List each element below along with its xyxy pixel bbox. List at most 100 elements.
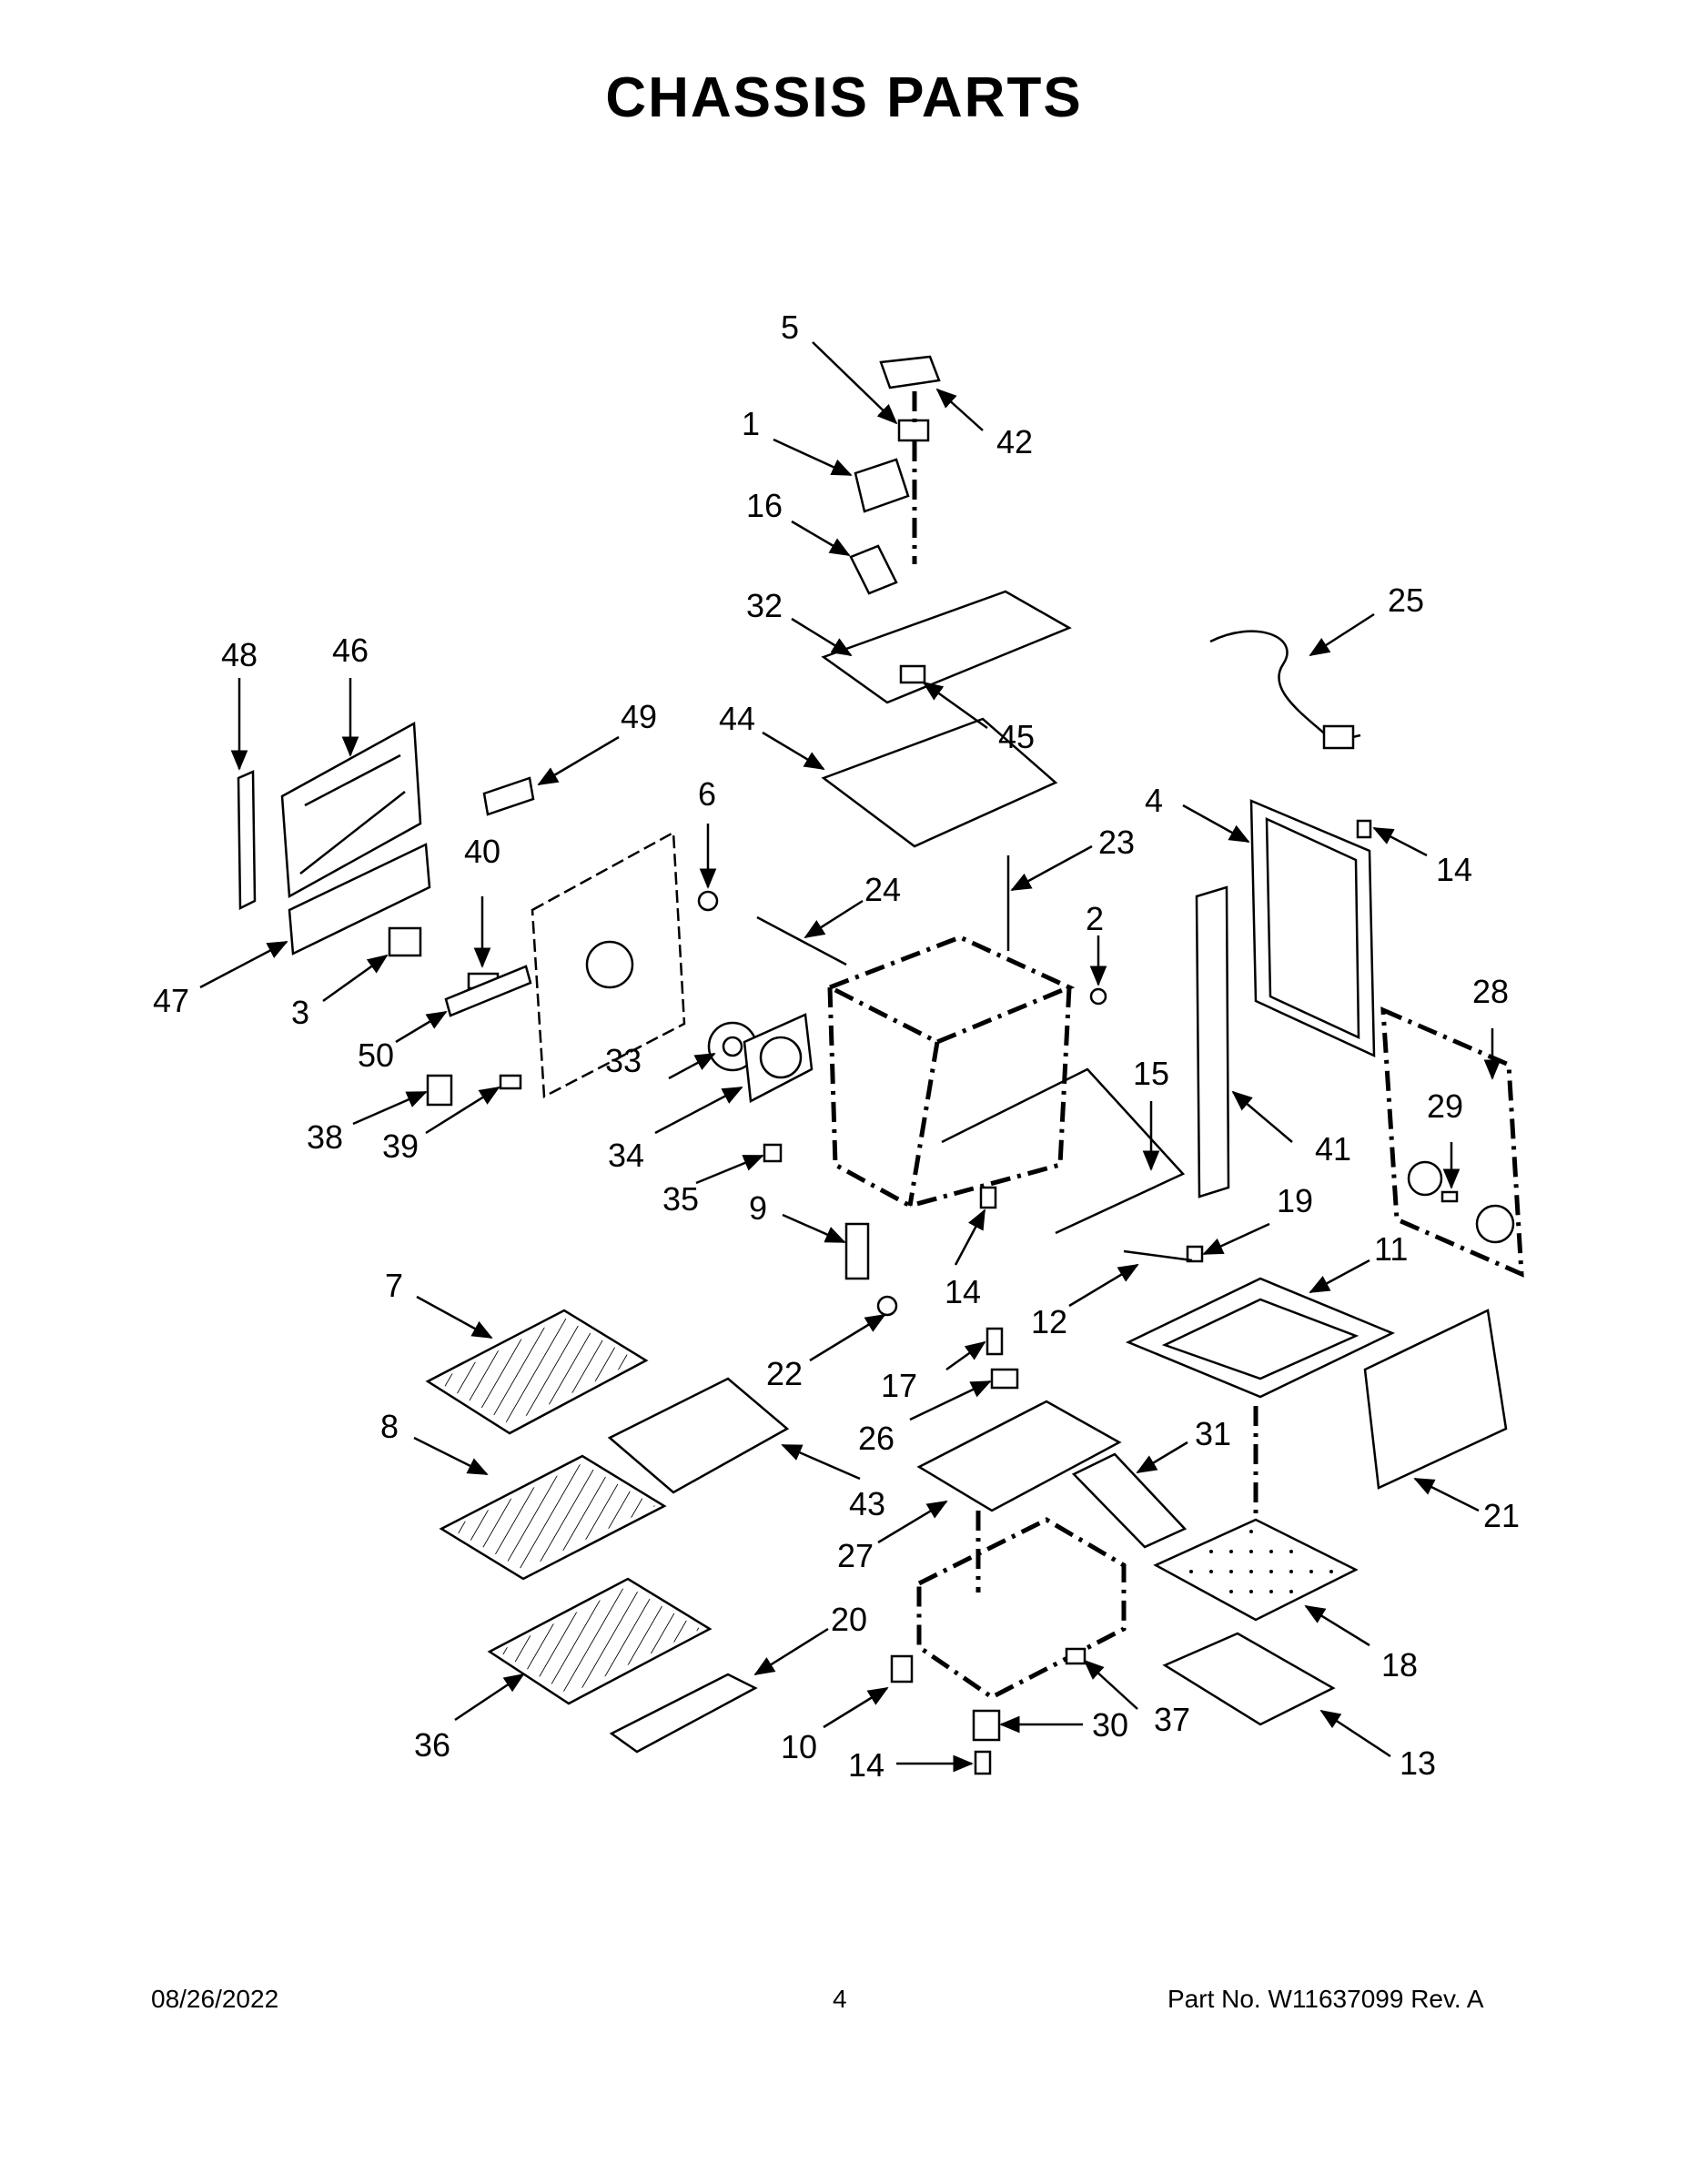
part-25-plug — [1322, 724, 1355, 750]
arrow-4 — [1182, 804, 1250, 844]
callout-12: 12 — [1031, 1303, 1067, 1340]
part-34-housing — [743, 1013, 814, 1103]
arrow-42 — [935, 388, 984, 431]
part-17-bolt — [986, 1327, 1004, 1356]
part-8-rack-grid — [450, 1463, 655, 1570]
parts-drawing — [237, 355, 1524, 1775]
part-4-door-frame — [1249, 799, 1376, 1057]
arrow-50 — [395, 1010, 448, 1044]
part-5-switch — [897, 419, 930, 442]
oven-cavity-bottom — [907, 1041, 940, 1207]
callout-37: 37 — [1154, 1701, 1190, 1738]
part-21-gasket — [1363, 1309, 1508, 1490]
part-47-trim — [288, 843, 431, 956]
part-34-ring — [759, 1036, 803, 1079]
part-14-screw-right — [1356, 819, 1372, 839]
callout-22: 22 — [766, 1355, 803, 1392]
arrow-27 — [877, 1500, 948, 1544]
arrow-7 — [416, 1295, 493, 1340]
part-26-clip — [990, 1368, 1019, 1390]
part-42-bracket — [879, 355, 941, 389]
arrow-18 — [1304, 1604, 1370, 1647]
part-41-channel — [1195, 885, 1230, 1198]
part-33-fan-hub — [722, 1036, 743, 1057]
part-43-plate — [607, 1377, 790, 1494]
arrow-3 — [322, 954, 389, 1003]
callout-18: 18 — [1381, 1646, 1418, 1684]
arrow-5 — [812, 341, 898, 425]
part-22-screw — [876, 1295, 898, 1317]
arrow-24 — [804, 899, 864, 939]
callout-45: 45 — [998, 718, 1035, 755]
part-11-frame — [1125, 1277, 1396, 1399]
part-37-clip — [1065, 1647, 1087, 1665]
callout-47: 47 — [153, 982, 189, 1019]
arrow-22 — [809, 1313, 886, 1362]
part-18-panel-dots — [1169, 1527, 1342, 1611]
part-9-hinge — [844, 1222, 870, 1280]
callout-2: 2 — [1086, 900, 1104, 937]
rear-panel — [531, 830, 686, 1098]
part-4-door-inner — [1265, 817, 1360, 1039]
callout-13: 13 — [1400, 1744, 1436, 1782]
callout-6: 6 — [698, 775, 716, 813]
part-24-line — [756, 915, 847, 966]
arrow-14-right — [1372, 826, 1428, 857]
arrow-1 — [773, 438, 853, 477]
part-29-pin — [1440, 1190, 1459, 1203]
part-50-channel — [444, 965, 532, 1017]
part-46-panel — [280, 721, 422, 899]
part-13-tray — [1162, 1632, 1336, 1726]
callout-49: 49 — [621, 698, 657, 735]
callout-19: 19 — [1277, 1182, 1313, 1219]
arrow-19 — [1202, 1222, 1270, 1256]
callout-labels: 5 42 1 16 32 45 44 25 48 46 49 6 40 47 3… — [153, 308, 1520, 1784]
callout-28: 28 — [1472, 973, 1509, 1010]
callout-42: 42 — [996, 423, 1033, 460]
callout-35: 35 — [662, 1180, 699, 1218]
callout-40: 40 — [464, 833, 500, 870]
arrow-49 — [537, 735, 620, 786]
callout-20: 20 — [831, 1601, 867, 1638]
callout-48: 48 — [221, 636, 258, 673]
arrow-33 — [668, 1052, 716, 1080]
callout-5: 5 — [781, 308, 799, 346]
callout-43: 43 — [849, 1485, 885, 1522]
part-28-box — [1380, 1006, 1524, 1278]
callout-41: 41 — [1315, 1130, 1351, 1168]
arrow-26 — [909, 1380, 992, 1421]
arrow-41 — [1231, 1090, 1293, 1143]
callout-29: 29 — [1427, 1087, 1463, 1125]
callout-34: 34 — [608, 1137, 644, 1174]
part-36-rack-grid — [499, 1586, 701, 1694]
arrow-38 — [352, 1090, 428, 1126]
callout-3: 3 — [291, 994, 309, 1031]
callout-27: 27 — [837, 1537, 874, 1574]
part-16-shield — [849, 544, 898, 595]
part-35-screw — [763, 1143, 783, 1163]
footer-page-number: 4 — [833, 1985, 847, 2013]
callout-31: 31 — [1195, 1415, 1231, 1452]
callout-46: 46 — [332, 632, 369, 669]
arrow-39 — [425, 1086, 500, 1135]
part-12-sensor — [1123, 1249, 1193, 1262]
part-20-tray — [609, 1673, 758, 1754]
part-19-screw — [1186, 1245, 1204, 1263]
arrow-12 — [1068, 1263, 1139, 1308]
part-46-panel-x — [299, 753, 406, 875]
oven-cavity-top — [824, 935, 1076, 1045]
part-6-knob — [697, 890, 719, 912]
part-48-strip — [237, 770, 257, 911]
arrow-16 — [791, 520, 851, 557]
arrow-9 — [782, 1213, 846, 1244]
callout-14-bottom: 14 — [848, 1746, 884, 1784]
arrow-45 — [922, 681, 988, 730]
part-45-clip — [899, 664, 926, 684]
arrow-21 — [1413, 1477, 1480, 1512]
part-14-screw-bottom — [974, 1750, 992, 1775]
part-32-top-frame — [821, 590, 1072, 704]
part-39-bolt — [499, 1074, 522, 1090]
callout-15: 15 — [1133, 1055, 1169, 1092]
callout-38: 38 — [307, 1118, 343, 1156]
